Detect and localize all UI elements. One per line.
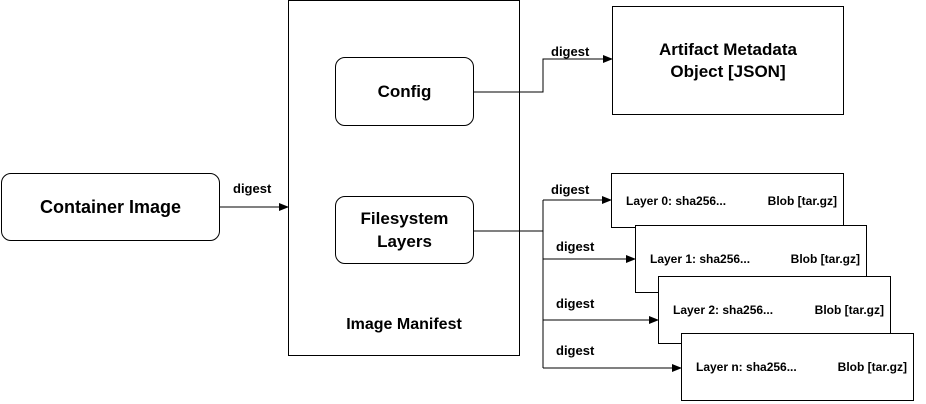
layer-2-blob: Layer 2: sha256... Blob [tar.gz] [658, 276, 891, 344]
image-manifest-node [288, 0, 520, 356]
edge-label-layer-n: digest [556, 343, 595, 358]
layer-2-name: Layer 2: sha256... [673, 303, 774, 317]
artifact-label-line2: Object [JSON] [670, 61, 786, 81]
edge-label-layer-2: digest [556, 296, 595, 311]
config-node: Config [335, 57, 474, 126]
edge-config-to-artifact [474, 55, 613, 93]
edge-label-layer-1: digest [556, 239, 595, 254]
filesystem-layers-node: Filesystem Layers [335, 196, 474, 264]
filesystem-layers-label-line1: Filesystem [360, 209, 449, 228]
layer-0-blob: Layer 0: sha256... Blob [tar.gz] [611, 173, 844, 228]
layer-n-blob-label: Blob [tar.gz] [837, 360, 907, 374]
layer-1-blob-label: Blob [tar.gz] [790, 252, 860, 266]
filesystem-layers-label-line2: Layers [377, 232, 432, 251]
edge-label-config-to-artifact: digest [551, 44, 590, 59]
edge-label-layer-0: digest [551, 182, 590, 197]
container-image-label: Container Image [39, 196, 182, 217]
artifact-metadata-node: Artifact Metadata Object [JSON] [612, 6, 844, 115]
image-manifest-label: Image Manifest [346, 316, 462, 333]
layer-1-name: Layer 1: sha256... [650, 252, 751, 266]
container-image-node: Container Image [1, 173, 220, 241]
layer-2-blob-label: Blob [tar.gz] [814, 303, 884, 317]
layer-0-name: Layer 0: sha256... [626, 193, 727, 208]
layer-0-blob-label: Blob [tar.gz] [767, 193, 837, 208]
layer-n-blob: Layer n: sha256... Blob [tar.gz] [681, 333, 914, 401]
config-label: Config [377, 81, 432, 101]
layer-n-name: Layer n: sha256... [696, 360, 797, 374]
edge-label-container-to-manifest: digest [233, 181, 272, 196]
artifact-label-line1: Artifact Metadata [659, 39, 797, 59]
